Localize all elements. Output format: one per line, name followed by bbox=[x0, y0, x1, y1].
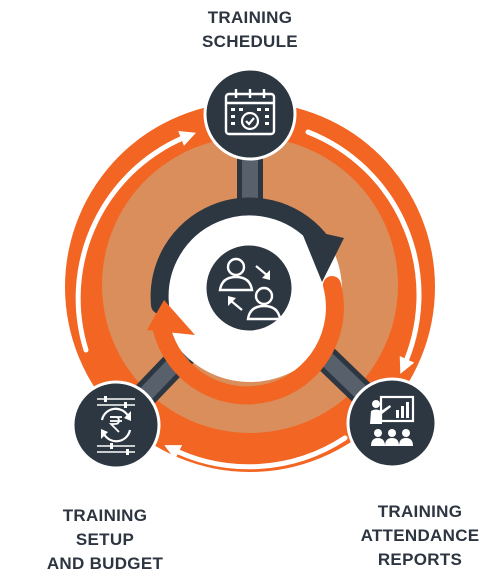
inner-orange-arrowhead bbox=[147, 300, 195, 335]
label-line: TRAINING bbox=[207, 8, 293, 27]
inner-dark-arrowhead bbox=[300, 228, 344, 282]
label-line: REPORTS bbox=[377, 550, 463, 569]
inner-dark-arc bbox=[150, 197, 327, 314]
label-line: ATTENDANCE bbox=[360, 526, 480, 545]
label-line: SETUP bbox=[75, 530, 135, 549]
people-exchange-icon bbox=[203, 242, 295, 334]
label-training-schedule: TRAINING SCHEDULE bbox=[150, 6, 350, 54]
label-line: AND BUDGET bbox=[46, 554, 164, 573]
rupee-cycle-settings-icon bbox=[71, 380, 161, 470]
inner-orange-arc bbox=[153, 276, 344, 405]
label-line: TRAINING bbox=[377, 502, 463, 521]
label-line: SCHEDULE bbox=[202, 32, 298, 51]
arc-arrow-setup-to-schedule bbox=[75, 131, 196, 353]
label-training-attendance-reports: TRAINING ATTENDANCE REPORTS bbox=[340, 500, 500, 572]
presentation-audience-icon bbox=[346, 377, 438, 469]
arc-arrow-reports-to-setup bbox=[164, 435, 348, 470]
label-line: TRAINING bbox=[62, 506, 148, 525]
arc-arrow-schedule-to-reports bbox=[305, 129, 422, 374]
label-training-setup-and-budget: TRAINING SETUP AND BUDGET bbox=[20, 504, 190, 576]
calendar-check-icon bbox=[203, 67, 297, 161]
